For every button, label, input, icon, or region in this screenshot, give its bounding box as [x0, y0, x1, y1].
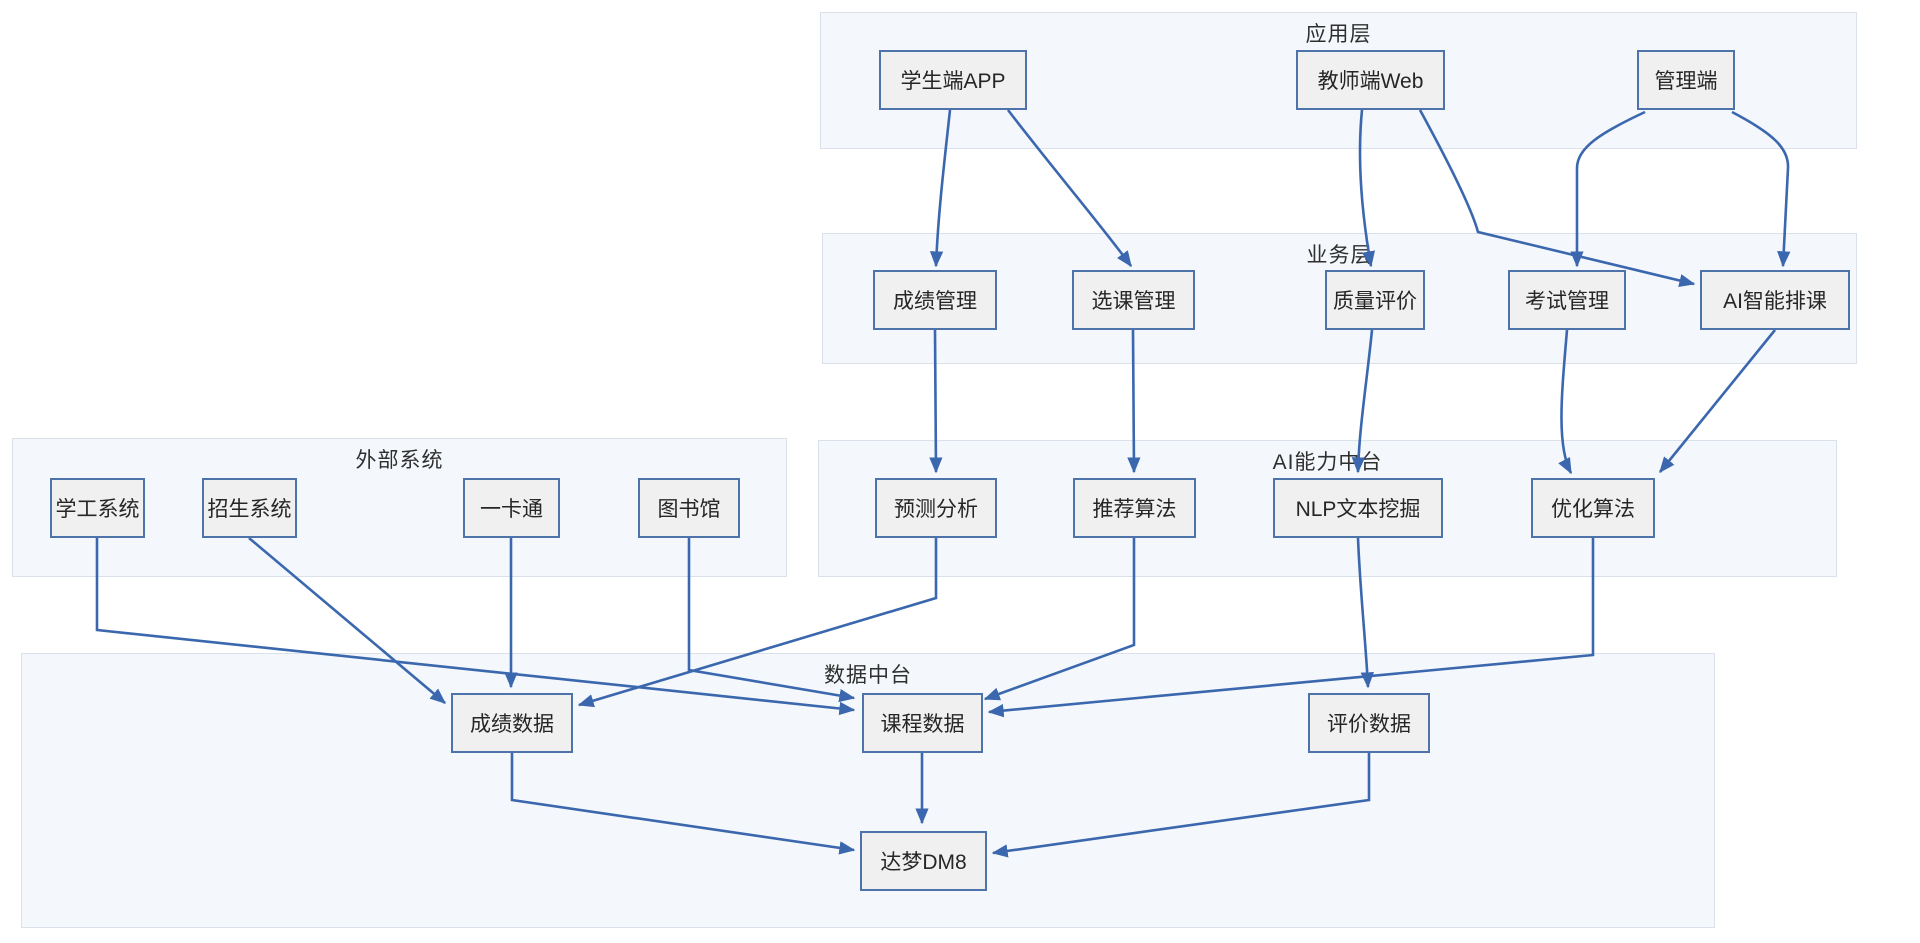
layer-app-title: 应用层	[1305, 23, 1372, 46]
edge-library-course-data	[687, 538, 856, 703]
edge-nlp-eval-data	[1356, 537, 1374, 689]
node-recommendation-algo: 推荐算法	[1073, 478, 1196, 538]
node-predictive-analysis: 预测分析	[875, 478, 997, 538]
edge-optimization-course-data	[987, 538, 1595, 718]
layer-business-title: 业务层	[1306, 244, 1373, 267]
edge-teacher-web-quality-eval	[1358, 109, 1376, 268]
node-student-app: 学生端APP	[879, 50, 1027, 110]
edge-course-selection-recommendation	[1127, 329, 1141, 474]
layer-external-systems-title: 外部系统	[355, 449, 444, 472]
edge-student-affairs-course-data	[95, 538, 856, 716]
edge-grade-data-dm8	[510, 753, 856, 855]
edge-eval-data-dm8	[991, 753, 1371, 858]
edge-student-app-grade-mgmt	[929, 109, 952, 268]
edge-quality-eval-nlp	[1351, 329, 1374, 474]
edge-recommendation-course-data	[983, 538, 1136, 701]
edge-teacher-web-ai-scheduling	[1418, 109, 1696, 288]
layer-data-platform-title: 数据中台	[824, 664, 912, 687]
node-dameng-dm8: 达梦DM8	[860, 831, 987, 891]
edge-student-app-course-selection	[1006, 109, 1133, 268]
node-nlp-text-mining: NLP文本挖掘	[1273, 478, 1443, 538]
node-optimization-algo: 优化算法	[1531, 478, 1655, 538]
edge-admission-grade-data	[248, 537, 447, 704]
edge-admin-exam-mgmt	[1570, 110, 1646, 268]
edge-predictive-grade-data	[577, 538, 938, 708]
node-eval-data: 评价数据	[1308, 693, 1430, 753]
node-student-affairs-system: 学工系统	[50, 478, 145, 538]
node-admission-system: 招生系统	[202, 478, 297, 538]
node-campus-card: 一卡通	[463, 478, 560, 538]
edge-grade-mgmt-predictive	[929, 329, 943, 474]
node-grade-mgmt: 成绩管理	[873, 270, 997, 330]
edge-admin-ai-scheduling	[1731, 110, 1791, 268]
node-library: 图书馆	[638, 478, 740, 538]
node-ai-scheduling: AI智能排课	[1700, 270, 1850, 330]
node-quality-eval: 质量评价	[1325, 270, 1425, 330]
edge-exam-mgmt-optimization	[1558, 329, 1573, 475]
node-teacher-web: 教师端Web	[1296, 50, 1445, 110]
node-admin-portal: 管理端	[1637, 50, 1735, 110]
node-course-selection-mgmt: 选课管理	[1072, 270, 1195, 330]
node-grade-data: 成绩数据	[451, 693, 573, 753]
edge-ai-scheduling-optimization	[1658, 329, 1777, 474]
node-exam-mgmt: 考试管理	[1508, 270, 1626, 330]
node-course-data: 课程数据	[862, 693, 983, 753]
